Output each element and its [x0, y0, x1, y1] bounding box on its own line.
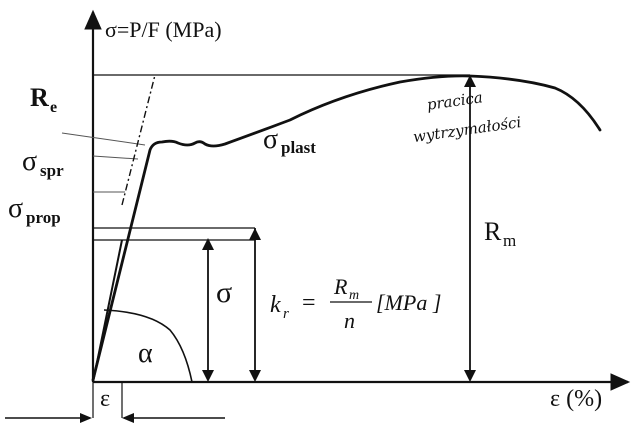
sigma-arrow-head-bottom: [202, 370, 214, 382]
tangent-line: [121, 74, 156, 206]
handwritten-line1: pracica: [426, 88, 484, 114]
sigma-plast-sub: plast: [281, 138, 316, 157]
formula-lhs-sub: r: [283, 306, 289, 322]
sigma-spr-main: σ: [22, 146, 37, 177]
slope-line: [92, 239, 123, 383]
sigma-spr-label: σ spr: [22, 146, 64, 180]
sigma-plast-main: σ: [263, 124, 278, 155]
epsilon-arrow-right-head: [122, 413, 134, 423]
y-axis-label: σ=P/F (MPa): [105, 17, 222, 42]
sigma-plast-label: σ plast: [263, 124, 316, 157]
rm-label-main: R: [484, 217, 502, 246]
alpha-label: α: [138, 338, 153, 369]
kr-arrow-head-top: [249, 228, 261, 240]
sigma-spr-leader-line: [92, 155, 139, 160]
sigma-prop-label: σ prop: [8, 193, 61, 227]
formula-lhs-main: k: [270, 292, 281, 318]
handwritten-note: pracica wytrzymałości: [412, 88, 522, 146]
sigma-arrow-head-top: [202, 238, 214, 250]
rm-label: R m: [484, 217, 516, 250]
formula-numerator-main: R: [333, 274, 348, 299]
epsilon-arrow-left-head: [80, 413, 92, 423]
sigma-prop-sub: prop: [26, 208, 61, 227]
formula-denominator: n: [344, 308, 355, 333]
re-leader-line: [61, 132, 146, 146]
kr-arrow-head-bottom: [249, 370, 261, 382]
handwritten-line2: wytrzymałości: [412, 113, 522, 146]
re-label: R e: [30, 83, 57, 116]
sigma-label: σ: [216, 276, 232, 309]
rm-arrow-head-top: [464, 75, 476, 87]
formula-equals: =: [302, 290, 316, 316]
formula-numerator-sub: m: [349, 288, 359, 303]
stress-strain-curve: [91, 74, 602, 382]
re-label-main: R: [30, 83, 49, 112]
kr-formula: k r = R m n [MPa ]: [270, 274, 441, 333]
sigma-prop-main: σ: [8, 193, 23, 224]
formula-unit: [MPa ]: [376, 290, 441, 315]
x-axis-label: ε (%): [550, 386, 602, 412]
sigma-spr-sub: spr: [40, 161, 64, 180]
rm-label-sub: m: [503, 231, 516, 250]
alpha-arc: [103, 309, 193, 383]
rm-arrow-head-bottom: [464, 370, 476, 382]
epsilon-label: ε: [100, 386, 110, 412]
re-label-sub: e: [50, 99, 57, 116]
